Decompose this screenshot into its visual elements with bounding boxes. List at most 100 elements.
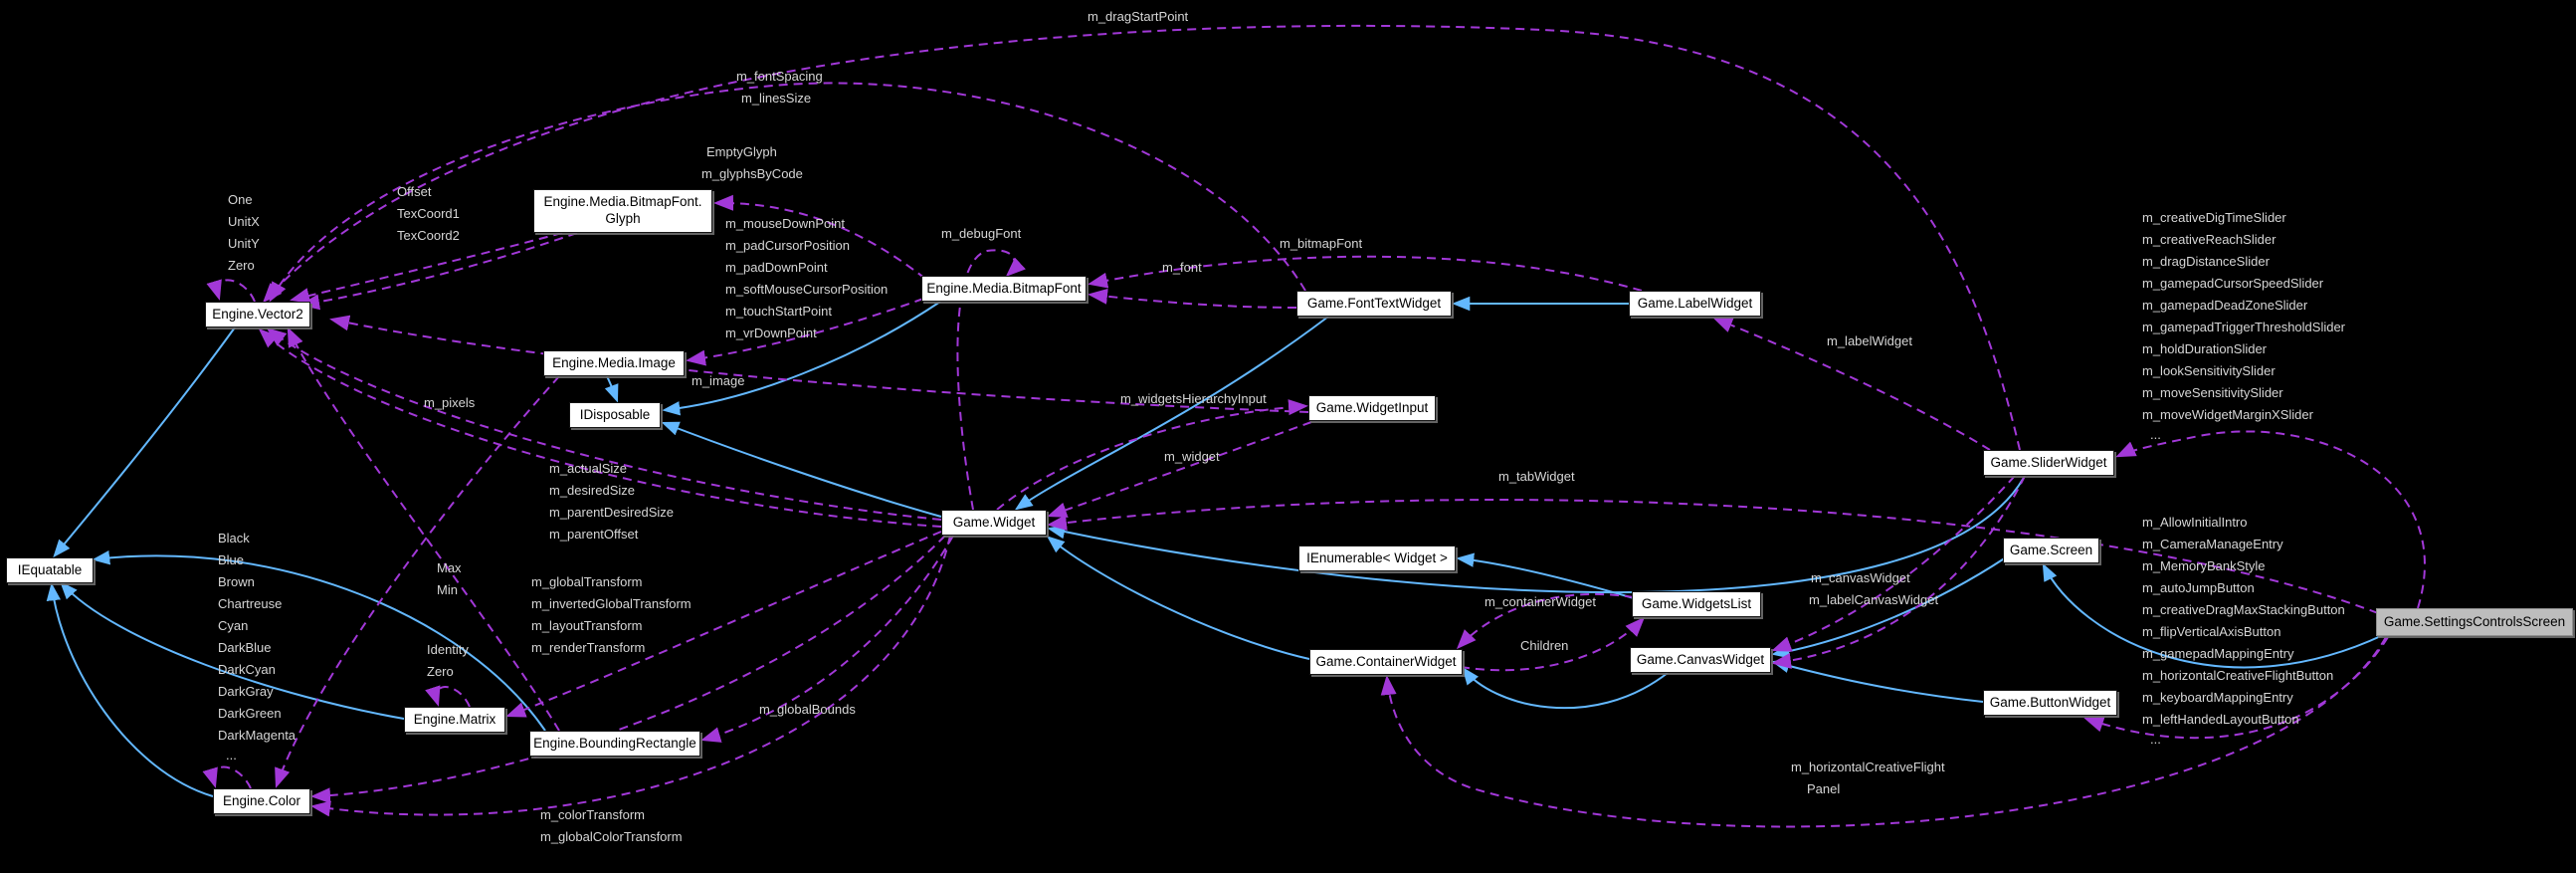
usage-edge-boundingrectangle-to-vector2 [287,327,560,732]
inheritance-edge-color-to-iequatable [46,582,214,797]
edge-label-black: Black [218,531,250,546]
edge-label-unity: UnitY [228,236,260,251]
node-fonttextwidget[interactable]: Game.FontTextWidget [1296,291,1452,317]
edge-label-m-linessize: m_linesSize [741,91,812,106]
node-widgetinput[interactable]: Game.WidgetInput [1308,395,1436,421]
inheritance-edge-settingscontrolsscreen-to-screen [2042,562,2384,669]
edge-label-darkgray: DarkGray [218,684,274,699]
edge-label-m-containerwidget: m_containerWidget [1485,594,1596,609]
usage-edge-labelwidget-to-bitmapfont [1088,255,1643,292]
usage-edge-settingscontrolsscreen-to-buttonwidget [2083,636,2389,740]
usage-edge-widgetslist-to-containerwidget [1456,592,1635,650]
usage-edge-settingscontrolsscreen-to-sliderwidget [2115,430,2426,609]
edge-label-zero: Zero [228,258,255,273]
node-image[interactable]: Engine.Media.Image [543,350,685,376]
edge-label-m-softmousecursorposition: m_softMouseCursorPosition [725,282,889,297]
edge-label-m-labelcanvaswidget: m_labelCanvasWidget [1809,592,1939,607]
edge-label-m-horizontalcreativeflight: m_horizontalCreativeFlight [1791,760,1945,774]
edge-label-m-cameramanageentry: m_CameraManageEntry [2142,537,2283,551]
usage-edge-fonttextwidget-to-vector2 [269,82,1306,303]
inheritance-edge-vector2-to-iequatable [53,327,236,558]
inheritance-edge-widget-to-idisposable [661,421,942,518]
edge-label-m-creativereachslider: m_creativeReachSlider [2142,232,2277,247]
inheritance-edge-canvaswidget-to-containerwidget [1462,666,1669,710]
edge-label-m-creativedragmaxstackingbutton: m_creativeDragMaxStackingButton [2142,602,2345,617]
edge-label-m-movesensitivityslider: m_moveSensitivitySlider [2142,385,2283,400]
usage-edge-widget-to-widgetinput [996,399,1308,511]
edge-label-identity: Identity [427,642,469,657]
edge-label-m-layouttransform: m_layoutTransform [531,618,643,633]
edge-label-texcoord2: TexCoord2 [397,228,460,243]
edge-label-m-image: m_image [692,373,745,388]
edge-label-m-globaltransform: m_globalTransform [531,574,643,589]
node-matrix[interactable]: Engine.Matrix [404,707,505,733]
node-screen[interactable]: Game.Screen [2003,538,2099,563]
edge-label-children: Children [1520,638,1569,653]
usage-edge-glyph-to-vector2 [290,232,563,304]
edge-label-max: Max [437,560,462,575]
edge-label-m-keyboardmappingentry: m_keyboardMappingEntry [2142,690,2293,705]
inheritance-edge-bitmapfont-to-idisposable [662,301,941,416]
inheritance-edge-widgetslist-to-ienumerable-widget [1456,552,1635,599]
usage-edge-vector2-to-vector2 [206,279,256,303]
node-vector2[interactable]: Engine.Vector2 [205,302,310,327]
node-ienumerable-widget[interactable]: IEnumerable< Widget > [1298,546,1456,571]
node-color[interactable]: Engine.Color [213,788,310,814]
edge-label-m-flipverticalaxisbutton: m_flipVerticalAxisButton [2142,624,2281,639]
inheritance-edge-boundingrectangle-to-iequatable [92,550,546,732]
edge-label-min: Min [437,582,458,597]
usage-edge-settingscontrolsscreen-to-widget [1047,499,2379,614]
edge-label-m-vrdownpoint: m_vrDownPoint [725,326,817,340]
node-bitmapfont[interactable]: Engine.Media.BitmapFont [921,276,1087,302]
edge-label-m-gamepadtriggerthresholdslider: m_gamepadTriggerThresholdSlider [2142,320,2346,334]
edge-label-cyan: Cyan [218,618,249,633]
node-labelwidget[interactable]: Game.LabelWidget [1629,291,1761,317]
edge-label-m-horizontalcreativeflightbutton: m_horizontalCreativeFlightButton [2142,668,2334,683]
edge-label-darkblue: DarkBlue [218,640,272,655]
usage-edge-widget-to-vector2 [258,327,942,528]
edge-label-m-rendertransform: m_renderTransform [531,640,646,655]
edge-label-m-globalcolortransform: m_globalColorTransform [540,829,683,844]
edge-label-m-parentoffset: m_parentOffset [549,527,639,542]
edge-label-m-font: m_font [1162,260,1202,275]
node-widgetslist[interactable]: Game.WidgetsList [1632,591,1761,617]
edge-label-m-globalbounds: m_globalBounds [759,702,856,717]
edge-label-m-lefthandedlayoutbutton: m_leftHandedLayoutButton [2142,712,2299,727]
node-idisposable[interactable]: IDisposable [569,402,661,428]
edge-label-m-labelwidget: m_labelWidget [1827,333,1912,348]
edge-label-m-holddurationslider: m_holdDurationSlider [2142,341,2268,356]
node-buttonwidget[interactable]: Game.ButtonWidget [1983,690,2117,716]
node-glyph[interactable]: Engine.Media.BitmapFont. Glyph [533,189,712,233]
edge-label-offset: Offset [397,184,432,199]
node-boundingrectangle[interactable]: Engine.BoundingRectangle [529,731,700,757]
edge-label-darkmagenta: DarkMagenta [218,728,297,743]
edge-label-m-invertedglobaltransform: m_invertedGlobalTransform [531,596,692,611]
edge-label-texcoord1: TexCoord1 [397,206,460,221]
node-canvaswidget[interactable]: Game.CanvasWidget [1630,647,1771,673]
edge-label-: ... [2150,732,2161,747]
usage-edge-sliderwidget-to-vector2 [262,24,2021,451]
usage-edge-glyph-to-vector2 [299,232,578,311]
edge-label-darkgreen: DarkGreen [218,706,282,721]
edge-label-m-paddownpoint: m_padDownPoint [725,260,828,275]
edge-label-brown: Brown [218,574,255,589]
edge-label-m-touchstartpoint: m_touchStartPoint [725,304,832,319]
usage-edge-widget-to-vector2 [266,327,942,521]
edge-label-m-parentdesiredsize: m_parentDesiredSize [549,505,675,520]
edge-label-m-pixels: m_pixels [424,395,476,410]
node-iequatable[interactable]: IEquatable [6,557,94,583]
edge-label-zero: Zero [427,664,454,679]
node-sliderwidget[interactable]: Game.SliderWidget [1983,450,2114,476]
inheritance-edge-fonttextwidget-to-widget [1014,316,1329,511]
edge-label-m-movewidgetmarginxslider: m_moveWidgetMarginXSlider [2142,407,2313,422]
usage-edge-widgetinput-to-vector2 [329,315,1309,413]
usage-edge-widget-to-bitmapfont [956,249,1026,511]
inheritance-edge-containerwidget-to-widget [1046,536,1310,660]
edge-label-m-allowinitialintro: m_AllowInitialIntro [2142,515,2248,530]
node-containerwidget[interactable]: Game.ContainerWidget [1309,649,1463,675]
edge-label-m-widgetshierarchyinput: m_widgetsHierarchyInput [1120,391,1267,406]
node-widget[interactable]: Game.Widget [941,510,1047,536]
edge-label-m-autojumpbutton: m_autoJumpButton [2142,580,2255,595]
node-settingscontrolsscreen: Game.SettingsControlsScreen [2376,608,2573,636]
